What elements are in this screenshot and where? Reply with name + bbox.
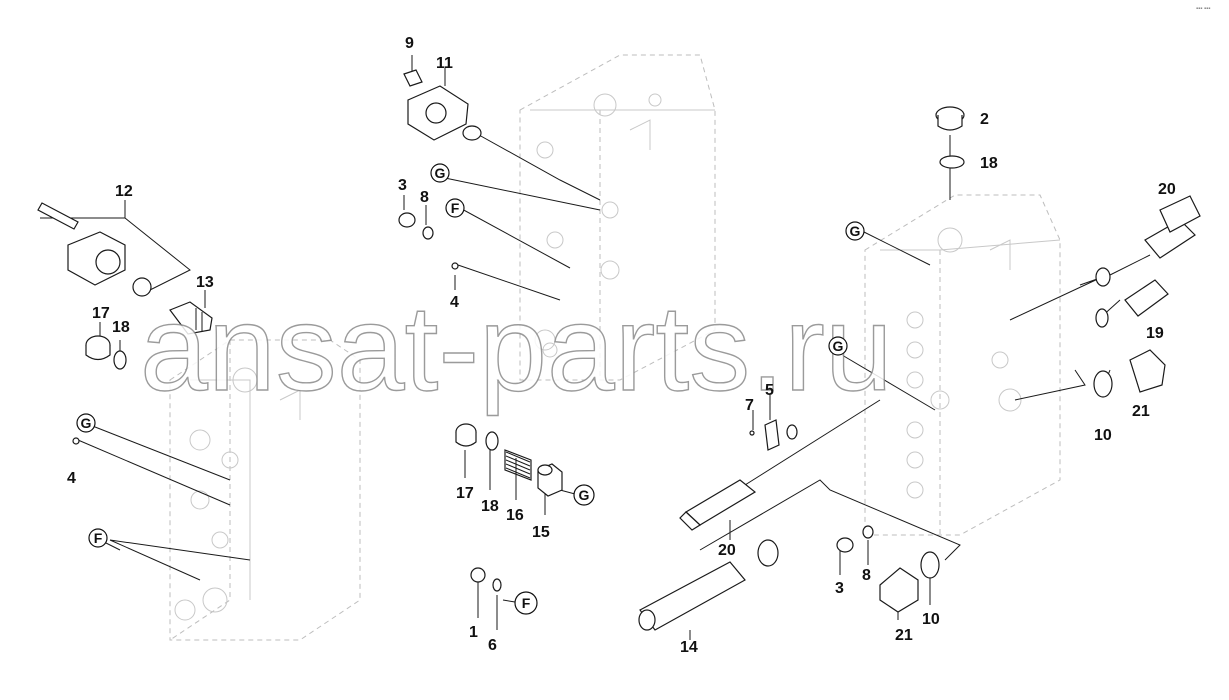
svg-text:G: G <box>579 487 590 503</box>
callout-1: 1 <box>469 624 478 641</box>
ref-g-top: G <box>430 163 450 183</box>
part-20-relief-valve-center <box>679 424 798 531</box>
callout-18-left: 18 <box>112 319 130 336</box>
callout-10-right: 10 <box>1094 427 1112 444</box>
ref-g-right-top: G <box>845 221 865 241</box>
ref-f-bottom: F <box>514 591 538 615</box>
svg-text:G: G <box>850 223 861 239</box>
part-1-plug-bottom <box>470 567 486 583</box>
part-18-oring-center <box>485 431 499 451</box>
part-19-valve <box>1095 279 1169 328</box>
part-14-valve-assembly <box>638 539 779 631</box>
part-3-plug-bottom-right <box>836 537 854 553</box>
callout-7: 7 <box>745 397 754 414</box>
callout-14: 14 <box>680 639 698 656</box>
callout-20-right: 20 <box>1158 181 1176 198</box>
part-5-plate <box>764 419 780 451</box>
part-17-plug-center <box>455 423 477 447</box>
svg-text:G: G <box>435 165 446 181</box>
part-10-oring-bottom <box>920 551 940 579</box>
svg-text:F: F <box>522 595 531 611</box>
callout-labels: 9 11 12 13 17 18 4 3 8 4 17 18 16 15 1 6… <box>67 35 1176 656</box>
part-9-bolt <box>403 69 423 87</box>
ref-f-left: F <box>88 528 108 548</box>
callout-10-bottom: 10 <box>922 611 940 628</box>
svg-text:F: F <box>94 530 103 546</box>
callout-17-center: 17 <box>456 485 474 502</box>
callout-19: 19 <box>1146 325 1164 342</box>
part-16-spring <box>504 449 532 481</box>
callout-5: 5 <box>765 382 774 399</box>
part-8-washer-bottom-right <box>862 525 874 539</box>
callout-6: 6 <box>488 637 497 654</box>
part-3-plug-top <box>398 212 416 228</box>
part-18-oring-left <box>113 350 127 370</box>
callout-4-center: 4 <box>450 294 459 311</box>
reference-markers: G F G F G F G G <box>76 163 865 615</box>
callout-8-top: 8 <box>420 189 429 206</box>
part-6-washer-bottom <box>492 578 502 592</box>
part-7-pin <box>749 430 755 436</box>
ref-g-center: G <box>573 484 595 506</box>
part-17-plug-left <box>85 335 111 361</box>
callout-17-left: 17 <box>92 305 110 322</box>
callout-15: 15 <box>532 524 550 541</box>
callout-3-bottom: 3 <box>835 580 844 597</box>
part-21-plug-right <box>1093 349 1166 398</box>
callout-18-center: 18 <box>481 498 499 515</box>
valve-body-right <box>864 194 1061 536</box>
callout-9: 9 <box>405 35 414 52</box>
svg-text:G: G <box>81 415 92 431</box>
callout-16: 16 <box>506 507 524 524</box>
callout-18-right: 18 <box>980 155 998 172</box>
svg-text:F: F <box>451 200 460 216</box>
part-4-ball-center <box>451 262 459 270</box>
part-18-oring-top-right <box>939 155 965 169</box>
corner-mark: ▪▪▪ ▪▪▪ <box>1196 6 1210 12</box>
callout-8-bottom: 8 <box>862 567 871 584</box>
part-2-plug-top-right <box>935 106 965 131</box>
callout-13: 13 <box>196 274 214 291</box>
part-15-poppet <box>537 463 563 497</box>
callout-12: 12 <box>115 183 133 200</box>
callout-3-top: 3 <box>398 177 407 194</box>
ref-g-left: G <box>76 413 96 433</box>
callout-21-right: 21 <box>1132 403 1150 420</box>
callout-11: 11 <box>436 55 453 72</box>
callout-20-center: 20 <box>718 542 736 559</box>
valve-body-left <box>169 339 361 641</box>
part-8-washer-top <box>422 226 434 240</box>
part-21-plug-bottom <box>879 567 919 613</box>
ref-g-right-mid: G <box>828 336 848 356</box>
part-20-relief-valve-right <box>1095 195 1201 287</box>
ref-f-top: F <box>445 198 465 218</box>
part-4-ball-left <box>72 437 80 445</box>
part-12-flange-with-bolt <box>37 202 152 297</box>
valve-body-center <box>519 54 716 381</box>
part-11-cover <box>407 85 482 141</box>
callout-21-bottom: 21 <box>895 627 913 644</box>
callout-2: 2 <box>980 111 989 128</box>
part-13-plug <box>169 301 213 335</box>
callout-4-left: 4 <box>67 470 76 487</box>
svg-text:G: G <box>833 338 844 354</box>
watermark: ansat-parts.ru <box>140 280 893 416</box>
